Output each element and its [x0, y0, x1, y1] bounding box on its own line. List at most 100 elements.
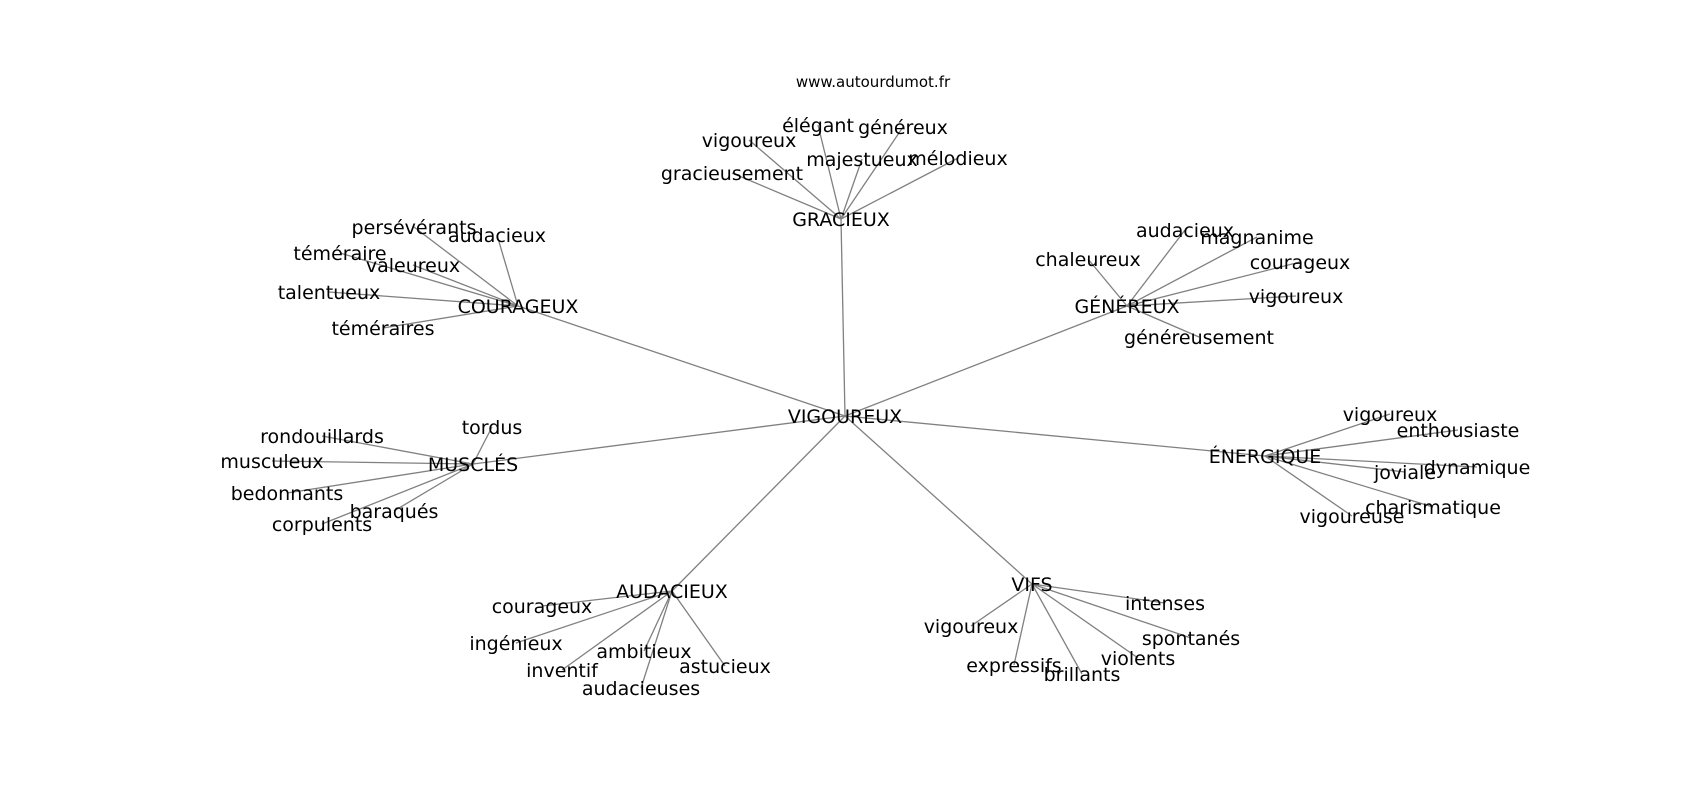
word-node-gracieux-vigoureux: vigoureux — [702, 130, 797, 152]
word-node-energique-dynamique: dynamique — [1424, 457, 1531, 479]
word-node-muscles-bedonnants: bedonnants — [231, 483, 344, 505]
edge-vifs-violents — [1031, 583, 1139, 659]
edge-audacieux-astucieux — [671, 590, 726, 667]
edge-vifs-expressifs — [1013, 583, 1033, 666]
word-node-muscles-rondouillards: rondouillards — [260, 426, 384, 448]
hub-node-audacieux: AUDACIEUX — [616, 581, 728, 603]
word-node-audacieux-ingenieux: ingénieux — [469, 633, 562, 655]
word-node-energique-joviale: joviale — [1373, 462, 1436, 484]
word-node-courageux-temeraire: téméraire — [293, 243, 386, 265]
edge-audacieux-audacieuses — [640, 590, 673, 689]
hub-node-gracieux: GRACIEUX — [792, 209, 890, 231]
word-node-courageux-temeraires: téméraires — [331, 318, 434, 340]
edge-muscles-musculeux — [271, 460, 474, 465]
word-node-gracieux-elegant: élégant — [782, 115, 854, 137]
edge-courageux-temeraires — [382, 305, 519, 329]
edge-genereux-genereusement — [1126, 305, 1200, 338]
word-node-muscles-baraques: baraqués — [350, 501, 439, 523]
word-node-audacieux-audacieuses: audacieuses — [582, 678, 700, 700]
edge-muscles-bedonnants — [286, 463, 474, 494]
word-node-courageux-talentueux: talentueux — [278, 282, 381, 304]
edge-vifs-vigoureux — [970, 583, 1033, 627]
edge-muscles-corpulents — [321, 463, 474, 525]
edge-center-vifs — [844, 415, 1033, 585]
edge-courageux-temeraire — [339, 252, 519, 307]
word-node-courageux-audacieux: audacieux — [448, 225, 546, 247]
edge-energique-dynamique — [1264, 455, 1478, 468]
edge-courageux-valeureux — [412, 264, 519, 307]
word-node-muscles-tordus: tordus — [462, 417, 523, 439]
edge-genereux-vigoureux — [1126, 295, 1297, 307]
edge-energique-vigoureuse — [1264, 455, 1353, 517]
hub-node-courageux: COURAGEUX — [458, 296, 579, 318]
word-node-genereux-chaleureux: chaleureux — [1035, 249, 1141, 271]
word-node-energique-vigoureux: vigoureux — [1343, 404, 1438, 426]
edge-muscles-rondouillards — [321, 435, 474, 465]
edge-gracieux-vigoureux — [748, 139, 842, 220]
edge-genereux-courageux — [1126, 261, 1301, 307]
word-node-muscles-musculeux: musculeux — [220, 451, 323, 473]
edge-center-audacieux — [671, 415, 846, 592]
hub-node-vifs: VIFS — [1011, 574, 1052, 596]
word-node-genereux-vigoureux: vigoureux — [1249, 286, 1344, 308]
center-node: VIGOUREUX — [788, 406, 902, 428]
edge-muscles-tordus — [472, 426, 493, 465]
edge-center-energique — [844, 415, 1266, 457]
edge-gracieux-melodieux — [840, 157, 959, 220]
edge-genereux-audacieux — [1126, 229, 1186, 307]
edge-vifs-brillants — [1031, 583, 1083, 675]
edge-center-genereux — [844, 305, 1128, 417]
word-node-courageux-perseverants: persévérants — [352, 217, 477, 239]
word-node-genereux-audacieux: audacieux — [1136, 220, 1234, 242]
edge-vifs-spontanes — [1031, 583, 1192, 639]
edge-energique-vigoureux — [1264, 413, 1391, 457]
word-node-genereux-courageux: courageux — [1250, 252, 1351, 274]
edge-center-gracieux — [840, 218, 846, 417]
word-node-genereux-magnanime: magnanime — [1200, 227, 1313, 249]
edge-courageux-perseverants — [413, 226, 519, 307]
word-node-muscles-corpulents: corpulents — [272, 514, 372, 536]
word-node-audacieux-inventif: inventif — [526, 660, 599, 682]
word-node-audacieux-astucieux: astucieux — [679, 656, 771, 678]
edge-center-muscles — [472, 415, 846, 465]
word-node-energique-enthousiaste: enthousiaste — [1397, 420, 1520, 442]
hub-node-energique: ÉNERGIQUE — [1209, 445, 1322, 468]
edges — [271, 124, 1478, 689]
edge-gracieux-gracieusement — [731, 172, 842, 220]
edge-audacieux-ingenieux — [515, 590, 673, 644]
edge-vifs-intenses — [1031, 583, 1166, 604]
word-node-gracieux-majestueux: majestueux — [806, 149, 918, 171]
word-node-vifs-vigoureux: vigoureux — [924, 616, 1019, 638]
edge-energique-enthousiaste — [1264, 429, 1459, 457]
edge-gracieux-elegant — [817, 124, 842, 220]
word-node-energique-vigoureuse: vigoureuse — [1300, 506, 1405, 528]
edge-gracieux-majestueux — [840, 158, 863, 220]
edge-audacieux-inventif — [561, 590, 673, 671]
word-node-genereux-genereusement: généreusement — [1124, 327, 1274, 349]
word-node-vifs-brillants: brillants — [1044, 664, 1121, 686]
word-node-gracieux-gracieusement: gracieusement — [661, 163, 803, 185]
hub-node-muscles: MUSCLÉS — [428, 453, 518, 476]
edge-muscles-baraques — [393, 463, 474, 512]
edge-genereux-magnanime — [1126, 236, 1258, 307]
edge-genereux-chaleureux — [1087, 258, 1128, 307]
word-node-energique-charismatique: charismatique — [1365, 497, 1501, 519]
edge-gracieux-genereux — [840, 126, 904, 220]
edge-audacieux-courageux — [541, 590, 673, 607]
word-node-audacieux-ambitieux: ambitieux — [596, 641, 691, 663]
word-node-vifs-spontanes: spontanés — [1142, 628, 1240, 650]
edge-energique-charismatique — [1264, 455, 1434, 508]
word-node-audacieux-courageux: courageux — [492, 596, 593, 618]
word-node-courageux-valeureux: valeureux — [366, 255, 460, 277]
edge-courageux-audacieux — [496, 234, 519, 307]
edge-audacieux-ambitieux — [643, 590, 673, 652]
word-node-vifs-expressifs: expressifs — [966, 655, 1061, 677]
word-node-vifs-violents: violents — [1101, 648, 1176, 670]
edge-energique-joviale — [1264, 455, 1406, 473]
edge-courageux-talentueux — [328, 291, 519, 307]
word-node-gracieux-melodieux: mélodieux — [908, 148, 1007, 170]
word-node-vifs-intenses: intenses — [1125, 593, 1205, 615]
site-url[interactable]: www.autourdumot.fr — [796, 73, 951, 91]
